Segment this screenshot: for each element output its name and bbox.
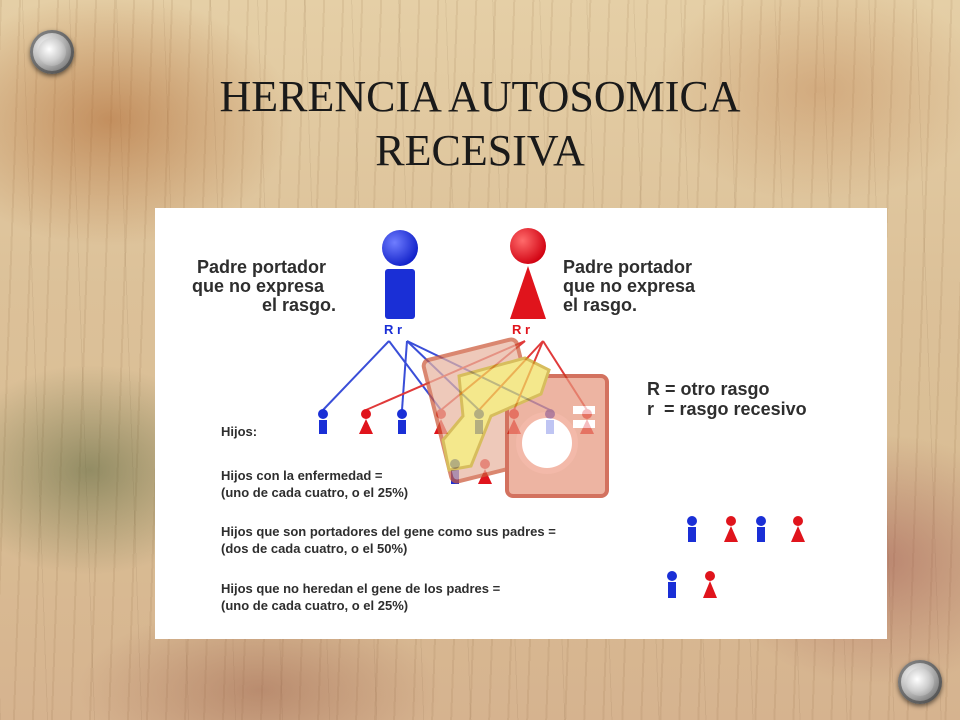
diagram-graphics bbox=[318, 228, 805, 598]
title-line-2: RECESIVA bbox=[375, 126, 585, 175]
carrier-children-icons bbox=[687, 516, 805, 542]
screw-icon bbox=[30, 30, 74, 74]
unaffected-line-1: Hijos que no heredan el gene de los padr… bbox=[221, 581, 501, 596]
title-line-1: HERENCIA AUTOSOMICA bbox=[219, 72, 741, 121]
affected-line-1: Hijos con la enfermedad = bbox=[221, 468, 383, 483]
legend-line-1: R = otro rasgo bbox=[647, 379, 770, 399]
children-label: Hijos: bbox=[221, 424, 258, 439]
mother-figure-icon bbox=[510, 228, 546, 319]
child-blue-icon bbox=[318, 409, 328, 434]
child-blue-icon bbox=[397, 409, 407, 434]
mother-label-line-1: Padre portador bbox=[563, 257, 693, 277]
father-alleles: R r bbox=[384, 322, 403, 337]
unaffected-children-icons bbox=[667, 571, 717, 598]
father-label-line-3: el rasgo. bbox=[262, 295, 337, 315]
mother-label-line-3: el rasgo. bbox=[563, 295, 638, 315]
father-label-line-1: Padre portador bbox=[197, 257, 327, 277]
screw-icon bbox=[898, 660, 942, 704]
mother-label-line-2: que no expresa bbox=[563, 276, 696, 296]
presentation-file-icon bbox=[421, 337, 609, 498]
child-red-icon bbox=[359, 409, 373, 434]
mother-alleles: R r bbox=[512, 322, 531, 337]
carriers-line-2: (dos de cada cuatro, o el 50%) bbox=[221, 541, 408, 556]
slide-title: HERENCIA AUTOSOMICA RECESIVA bbox=[0, 70, 960, 178]
inheritance-diagram: Padre portador que no expresa el rasgo. … bbox=[155, 208, 887, 639]
unaffected-line-2: (uno de cada cuatro, o el 25%) bbox=[221, 598, 409, 613]
father-label-line-2: que no expresa bbox=[192, 276, 325, 296]
affected-line-2: (uno de cada cuatro, o el 25%) bbox=[221, 485, 409, 500]
legend-line-2: r = rasgo recesivo bbox=[647, 399, 807, 419]
father-figure-icon bbox=[382, 230, 418, 319]
carriers-line-1: Hijos que son portadores del gene como s… bbox=[221, 524, 556, 539]
